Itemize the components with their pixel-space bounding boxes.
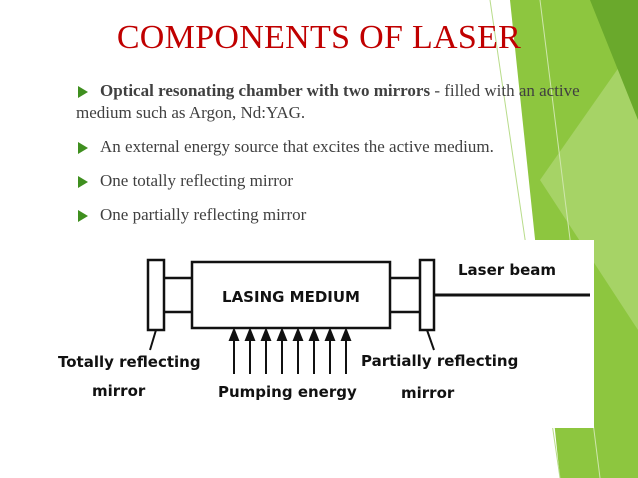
pumping-arrows	[228, 327, 352, 374]
total-mirror-label-line1: Totally reflecting	[58, 353, 201, 371]
pumping-energy-label: Pumping energy	[218, 383, 357, 401]
green-facet-light	[540, 40, 638, 330]
green-facet-dark	[590, 0, 638, 120]
total-mirror-pointer	[149, 329, 157, 351]
medium-label: LASING MEDIUM	[222, 288, 360, 306]
beam-label: Laser beam	[458, 261, 556, 279]
bullet-arrow-icon	[78, 142, 88, 154]
bullet-bold-text: Optical resonating chamber with two mirr…	[100, 81, 431, 100]
partial-mirror-label-line2: mirror	[401, 384, 455, 402]
bullet-text: One totally reflecting mirror	[100, 171, 294, 190]
partial-mirror-label-line1: Partially reflecting	[361, 352, 518, 370]
lasing-medium-box	[190, 260, 392, 330]
bullet-item-chamber: Optical resonating chamber with two mirr…	[76, 80, 606, 124]
total-mirror-label-line2: mirror	[92, 382, 146, 400]
partial-mirror-shape	[418, 258, 436, 332]
bullet-item-total-mirror: One totally reflecting mirror	[76, 170, 606, 192]
laser-diagram-svg: LASING MEDIUM Laser beam Totally reflect…	[58, 258, 590, 402]
slide-title: COMPONENTS OF LASER	[116, 19, 522, 56]
bullet-text: An external energy source that excites t…	[100, 137, 494, 156]
laser-diagram: LASING MEDIUM Laser beam Totally reflect…	[46, 240, 594, 428]
bullet-arrow-icon	[78, 176, 88, 188]
bullet-text: One partially reflecting mirror	[100, 205, 307, 224]
bullet-list: Optical resonating chamber with two mirr…	[76, 80, 606, 238]
total-mirror-shape	[146, 258, 166, 332]
bullet-item-energy-source: An external energy source that excites t…	[76, 136, 606, 158]
bullet-arrow-icon	[78, 86, 88, 98]
bullet-arrow-icon	[78, 210, 88, 222]
partial-mirror-pointer	[426, 329, 435, 351]
bullet-text: - filled with an active medium such as A…	[76, 81, 580, 122]
bullet-item-partial-mirror: One partially reflecting mirror	[76, 204, 606, 226]
